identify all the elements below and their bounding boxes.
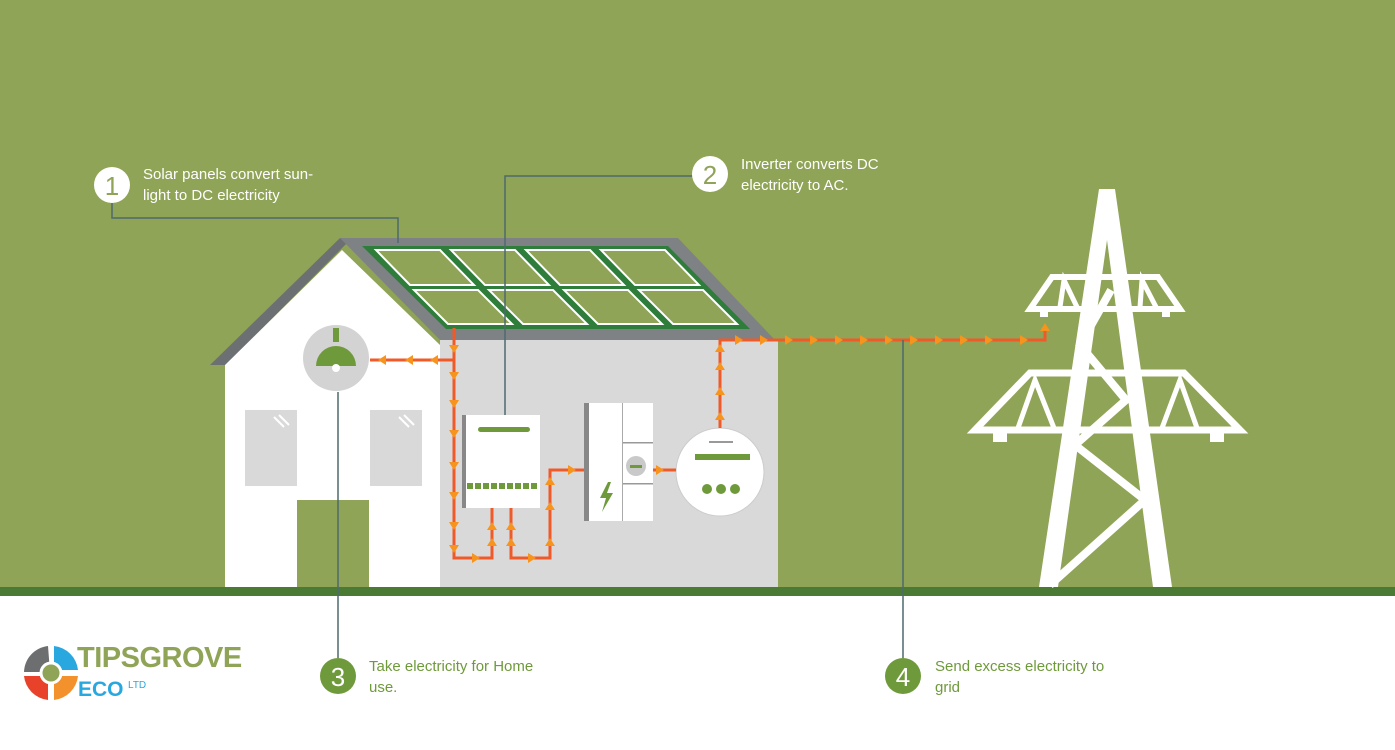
step-2-line-2: electricity to AC.: [741, 177, 849, 194]
logo-sub: ECO: [78, 678, 124, 701]
grid-arrows: [735, 323, 1050, 345]
battery-icon: [584, 403, 653, 521]
step-3-line-1: Take electricity for Home: [369, 658, 534, 675]
ground-strip: [0, 587, 1395, 596]
step-2-line-1: Inverter converts DC: [741, 156, 879, 173]
meter-icon: [675, 427, 765, 517]
svg-text:1: 1: [105, 171, 119, 201]
pylon-icon: [966, 189, 1249, 588]
logo-name: TIPSGROVE: [77, 642, 242, 674]
svg-text:3: 3: [331, 662, 345, 692]
window-left: [245, 410, 297, 486]
step-4-line-1: Send excess electricity to: [935, 658, 1105, 675]
lamp-icon: [303, 325, 369, 391]
step-2-badge: 2: [692, 156, 728, 192]
step-1-line-2: light to DC electricity: [143, 187, 280, 204]
svg-text:2: 2: [703, 160, 717, 190]
house-gable-wall: [225, 250, 440, 587]
step-1-text: Solar panels convert sun- light to DC el…: [143, 164, 313, 206]
step-1-line-1: Solar panels convert sun-: [143, 166, 314, 183]
door: [297, 500, 369, 587]
step-2-text: Inverter converts DC electricity to AC.: [741, 154, 879, 196]
step-4-text: Send excess electricity to grid: [935, 656, 1104, 698]
house-icon: [210, 238, 778, 587]
inverter-icon: [462, 415, 540, 508]
callout-lines: [111, 175, 904, 658]
logo-suffix: LTD: [128, 680, 147, 691]
window-right: [370, 410, 422, 486]
flow-arrows: [378, 323, 1050, 563]
lightning-icon: [600, 482, 613, 512]
logo-mark-icon: [24, 646, 78, 700]
step-1-badge: 1: [94, 167, 130, 203]
svg-text:4: 4: [896, 662, 910, 692]
solar-panel-icon: [362, 246, 750, 329]
step-3-badge: 3: [320, 658, 356, 694]
step-3-text: Take electricity for Home use.: [369, 656, 533, 698]
step-4-line-2: grid: [935, 679, 961, 696]
step-3-line-2: use.: [369, 679, 398, 696]
step-4-badge: 4: [885, 658, 921, 694]
